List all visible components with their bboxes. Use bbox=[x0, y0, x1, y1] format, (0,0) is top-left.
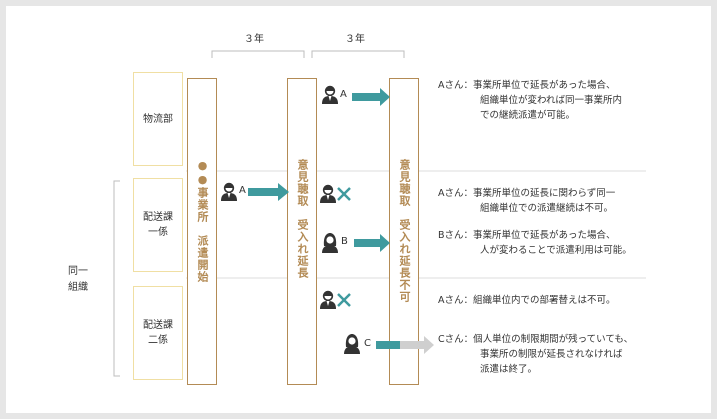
note-line: 人が変わることで派遣利用は可能。 bbox=[480, 245, 632, 256]
same-org-brace bbox=[113, 180, 120, 377]
note-lead: Bさん：事業所単位で延長があった場合、 bbox=[438, 230, 616, 241]
person-a-icon bbox=[221, 182, 237, 201]
arrow-c-end-icon bbox=[376, 336, 434, 354]
person-b-label: B bbox=[341, 236, 348, 247]
note-line: 事業所の制限が延長されなければ bbox=[480, 349, 623, 360]
person-c-label: C bbox=[364, 338, 371, 349]
blocked-x-icon bbox=[337, 293, 351, 307]
column-dispatch-start: ●●事業所 派遣開始 bbox=[187, 78, 217, 385]
column-text: 意見聴取 受入れ延長 bbox=[296, 159, 309, 279]
arrow-b-continue-icon bbox=[354, 234, 390, 252]
diagram-canvas: ３年 ３年 同一 組織 物流部 配送課 一係 配送課 二係 ●●事業所 派遣開始… bbox=[6, 6, 711, 413]
arrow-a-extension-icon bbox=[248, 183, 289, 201]
note-line: での継続派遣が可能。 bbox=[480, 110, 576, 121]
note-b-person-change: Bさん：事業所単位で延長があった場合、 人が変わることで派遣利用は可能。 bbox=[438, 228, 632, 258]
dept-label: 配送課 二係 bbox=[143, 320, 173, 346]
dept-box-delivery-2: 配送課 二係 bbox=[133, 286, 183, 380]
person-a-icon bbox=[320, 290, 336, 309]
note-lead: Aさん：組織単位内での部署替えは不可。 bbox=[438, 295, 616, 306]
column-text: ●●事業所 派遣開始 bbox=[196, 159, 209, 283]
period-bracket-1 bbox=[211, 50, 305, 58]
same-org-label-line2: 組織 bbox=[68, 282, 88, 293]
person-c-icon bbox=[344, 334, 360, 354]
note-a-department-change: Aさん：事業所単位で延長があった場合、 組織単位が変われば同一事業所内 での継続… bbox=[438, 78, 622, 123]
dept-box-delivery-1: 配送課 一係 bbox=[133, 178, 183, 272]
person-layer bbox=[221, 85, 434, 354]
period-label-2: ３年 bbox=[345, 34, 365, 45]
person-a-icon bbox=[320, 184, 336, 203]
note-lead: Aさん：事業所単位の延長に関わらず同一 bbox=[438, 188, 616, 199]
note-c-end: Cさん：個人単位の制限期間が残っていても、 事業所の制限が延長されなければ 派遣… bbox=[438, 332, 633, 377]
dept-label: 配送課 一係 bbox=[143, 212, 173, 238]
note-lead: Aさん：事業所単位で延長があった場合、 bbox=[438, 80, 616, 91]
column-extension-denied: 意見聴取 受入れ延長不可 bbox=[389, 78, 419, 385]
person-b-icon bbox=[322, 233, 338, 253]
arrow-a-continue-icon bbox=[352, 88, 390, 106]
note-line: 組織単位が変われば同一事業所内 bbox=[480, 95, 623, 106]
person-a-label: A bbox=[340, 89, 347, 100]
dept-label: 物流部 bbox=[143, 113, 173, 125]
same-org-label-line1: 同一 bbox=[68, 266, 88, 277]
note-line: 組織単位での派遣継続は不可。 bbox=[480, 203, 614, 214]
column-text: 意見聴取 受入れ延長不可 bbox=[398, 159, 411, 303]
person-a-label: A bbox=[239, 185, 246, 196]
note-line: 派遣は終了。 bbox=[480, 364, 538, 375]
blocked-x-icon bbox=[337, 187, 351, 201]
period-label-1: ３年 bbox=[244, 34, 264, 45]
dept-box-logistics: 物流部 bbox=[133, 72, 183, 166]
same-org-label: 同一 組織 bbox=[68, 264, 88, 296]
person-a-icon bbox=[322, 85, 338, 104]
period-bracket-2 bbox=[311, 50, 405, 58]
note-lead: Cさん：個人単位の制限期間が残っていても、 bbox=[438, 334, 634, 345]
column-extension: 意見聴取 受入れ延長 bbox=[287, 78, 317, 385]
note-a-same-unit: Aさん：事業所単位の延長に関わらず同一 組織単位での派遣継続は不可。 bbox=[438, 186, 615, 216]
note-a-no-transfer: Aさん：組織単位内での部署替えは不可。 bbox=[438, 293, 616, 308]
